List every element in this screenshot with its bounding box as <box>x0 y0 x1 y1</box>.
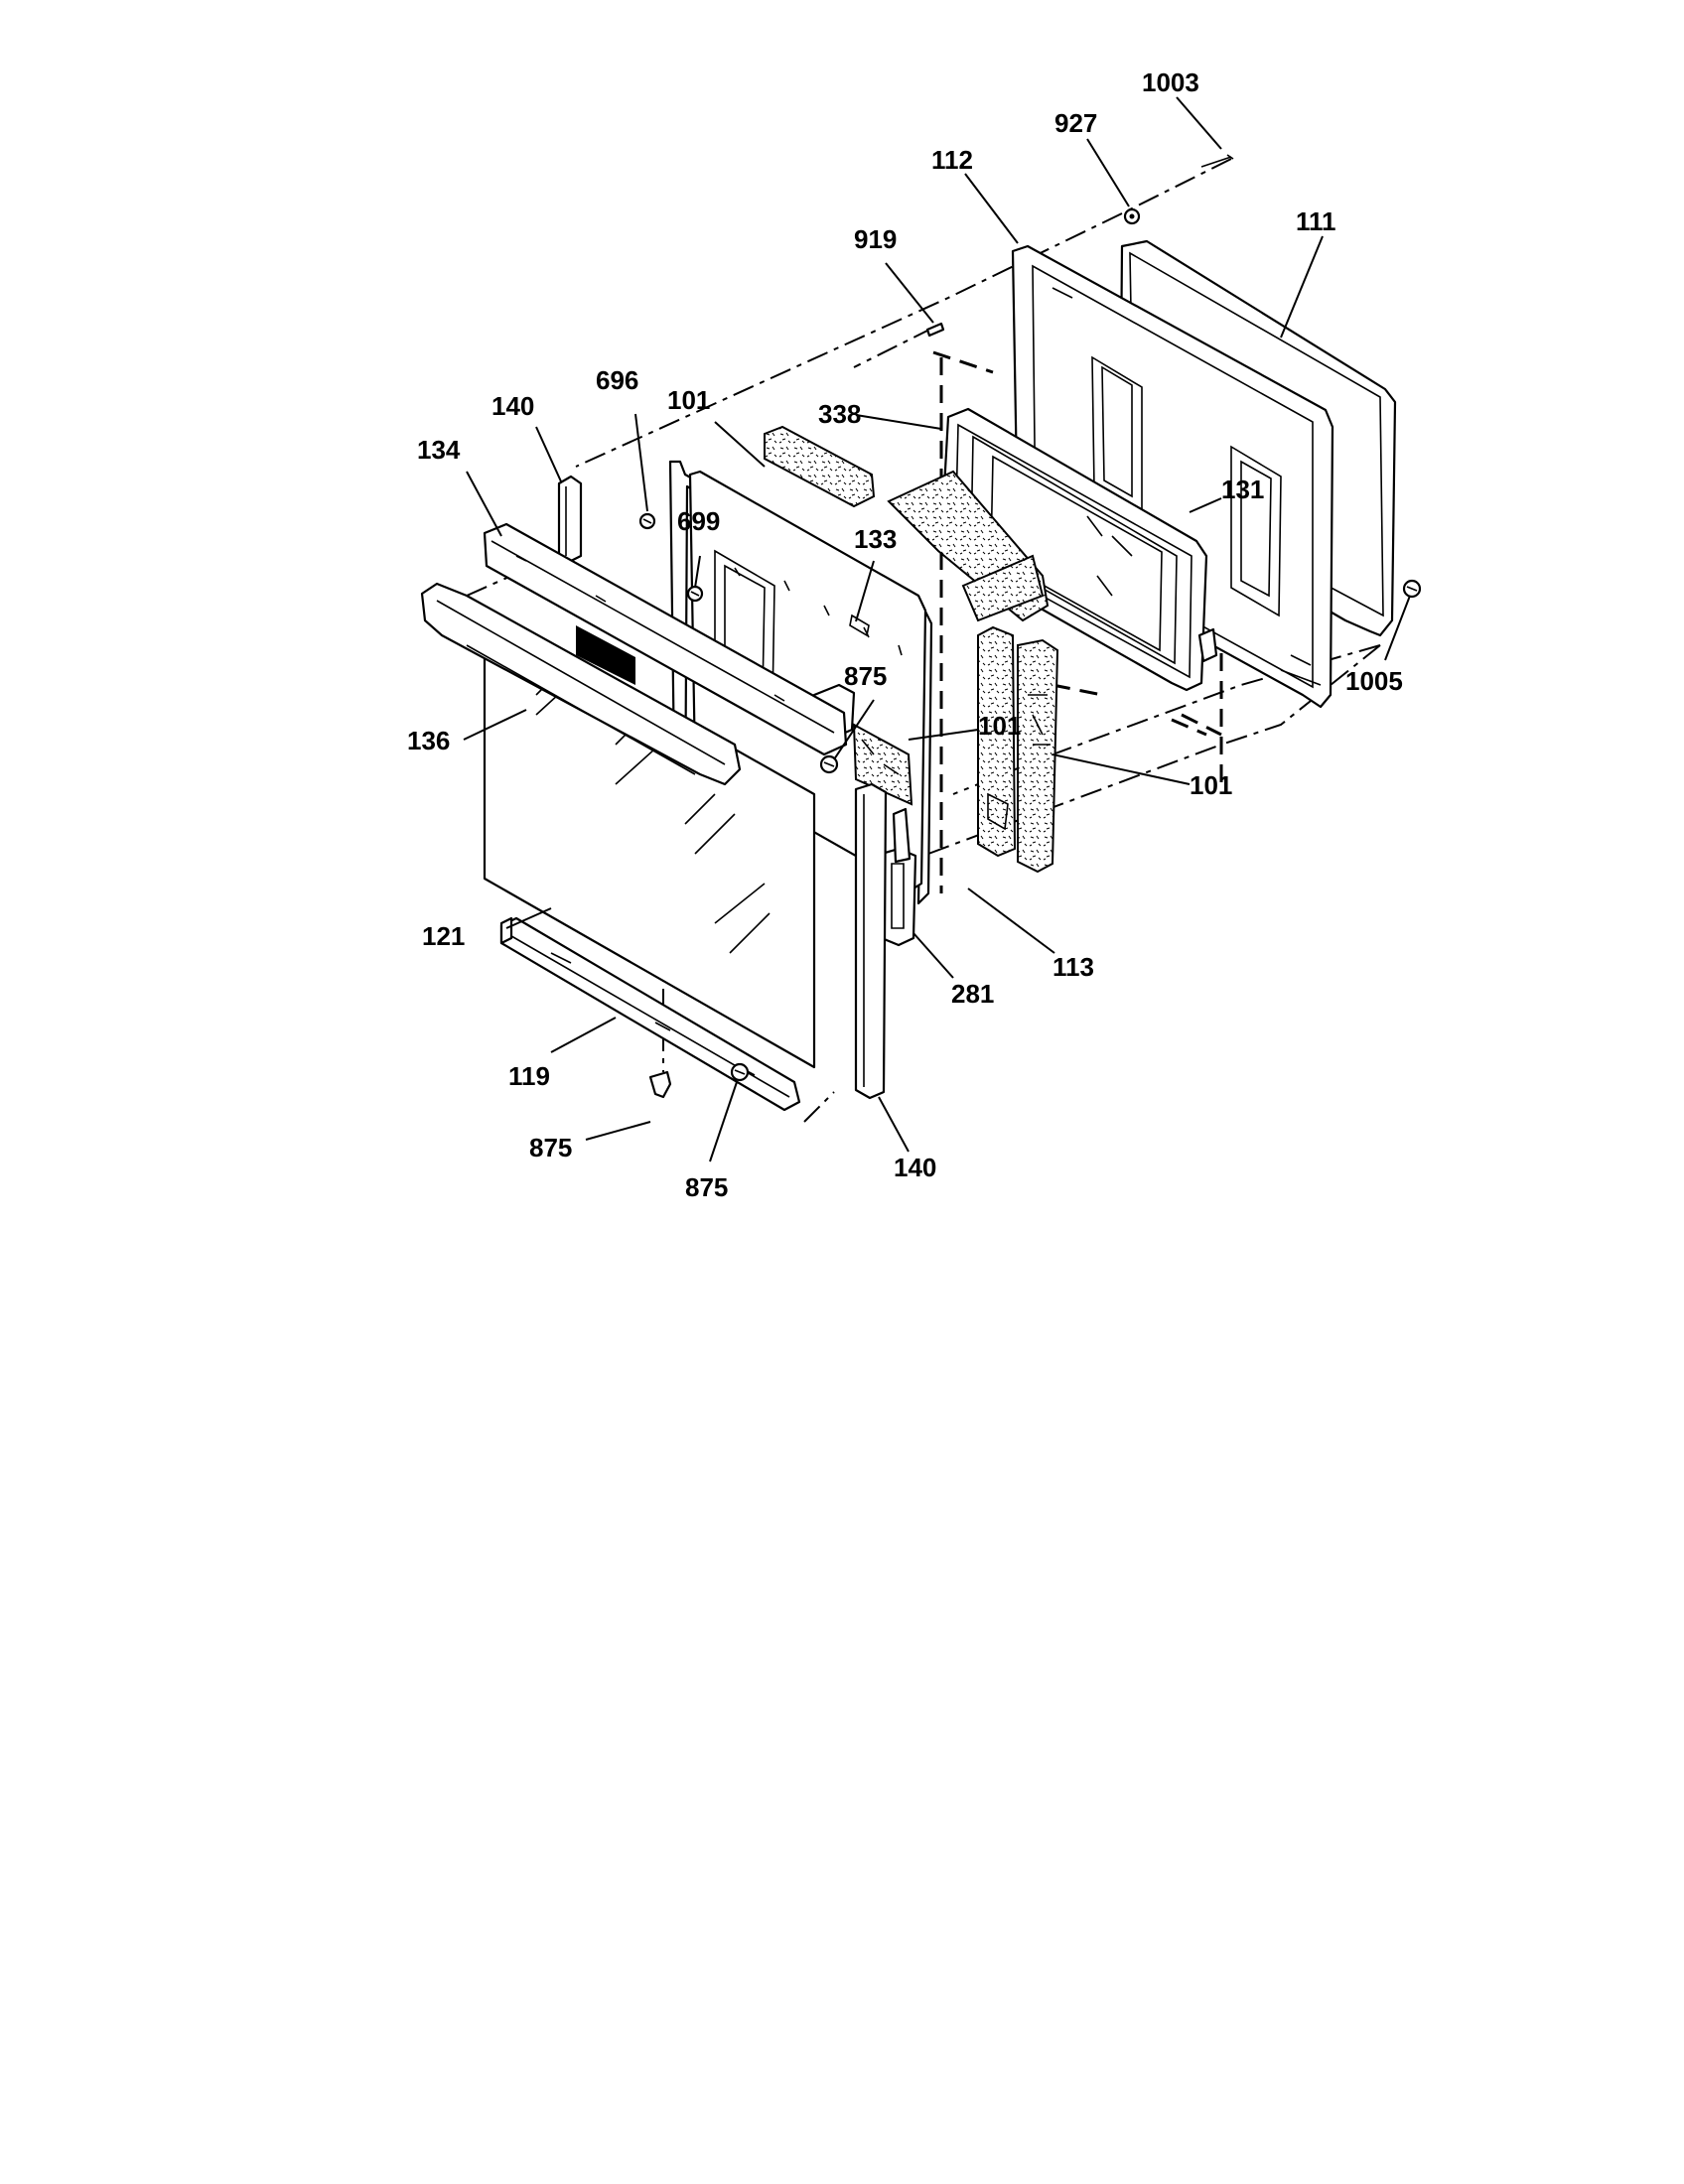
part-696-screw[interactable] <box>638 512 656 530</box>
label-121: 121 <box>422 921 465 951</box>
label-699: 699 <box>677 506 720 536</box>
label-111: 111 <box>1296 206 1336 236</box>
part-875-screw-bottom[interactable] <box>730 1062 750 1082</box>
part-134-vent-trim[interactable] <box>483 522 848 756</box>
label-133: 133 <box>854 524 897 554</box>
label-101-mid: 101 <box>978 711 1021 741</box>
part-131-clip[interactable] <box>1197 627 1218 663</box>
label-281: 281 <box>951 979 994 1009</box>
part-labels: 1003 927 112 111 919 696 140 101 338 134… <box>407 68 1403 1202</box>
label-131: 131 <box>1221 475 1264 504</box>
part-875-screw-mid[interactable] <box>819 754 839 774</box>
label-140-top: 140 <box>491 391 534 421</box>
label-134: 134 <box>417 435 461 465</box>
label-113: 113 <box>1052 952 1094 982</box>
label-875-mid: 875 <box>844 661 887 691</box>
part-136-door-handle[interactable] <box>420 582 742 786</box>
label-338: 338 <box>818 399 861 429</box>
part-101-insulation[interactable] <box>764 425 1050 622</box>
label-927: 927 <box>1054 108 1097 138</box>
label-1003: 1003 <box>1142 68 1199 97</box>
label-101-right: 101 <box>1190 770 1232 800</box>
label-1005: 1005 <box>1345 666 1403 696</box>
part-140-right-trim[interactable] <box>854 782 888 1100</box>
label-101-top: 101 <box>667 385 710 415</box>
label-112: 112 <box>931 145 973 175</box>
part-140-left-trim[interactable] <box>557 475 583 564</box>
small-hardware <box>638 154 1422 1099</box>
label-875-left: 875 <box>529 1133 572 1162</box>
label-919: 919 <box>854 224 897 254</box>
label-136: 136 <box>407 726 450 755</box>
part-875-screw-left[interactable] <box>648 1070 672 1099</box>
part-1005-screw[interactable] <box>1402 579 1422 599</box>
part-699-screw[interactable] <box>686 585 704 603</box>
part-101-side-insulation[interactable] <box>977 625 1059 874</box>
part-1003-screw[interactable] <box>1200 154 1234 168</box>
label-119: 119 <box>508 1061 550 1091</box>
label-875-bottom: 875 <box>685 1172 728 1202</box>
part-919-pin[interactable] <box>925 322 945 338</box>
leader-lines <box>463 96 1411 1162</box>
label-696: 696 <box>596 365 638 395</box>
label-140-bottom: 140 <box>894 1153 936 1182</box>
